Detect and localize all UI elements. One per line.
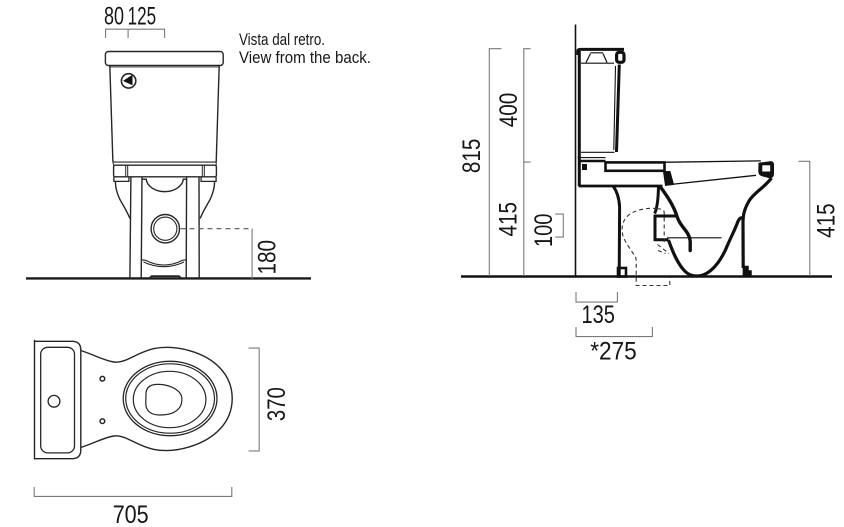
svg-text:400: 400 [495, 93, 523, 128]
svg-text:415: 415 [495, 202, 523, 237]
svg-text:*275: *275 [590, 338, 637, 366]
svg-text:Vista dal retro.: Vista dal retro. [239, 30, 325, 49]
svg-text:370: 370 [263, 387, 291, 421]
svg-text:415: 415 [813, 203, 841, 238]
svg-text:815: 815 [458, 139, 486, 174]
svg-text:80: 80 [104, 3, 124, 31]
svg-text:705: 705 [113, 501, 149, 527]
svg-text:125: 125 [128, 3, 157, 31]
svg-text:180: 180 [254, 240, 282, 275]
svg-text:135: 135 [581, 301, 615, 329]
svg-text:View from the back.: View from the back. [239, 48, 371, 67]
svg-text:100: 100 [530, 214, 558, 248]
